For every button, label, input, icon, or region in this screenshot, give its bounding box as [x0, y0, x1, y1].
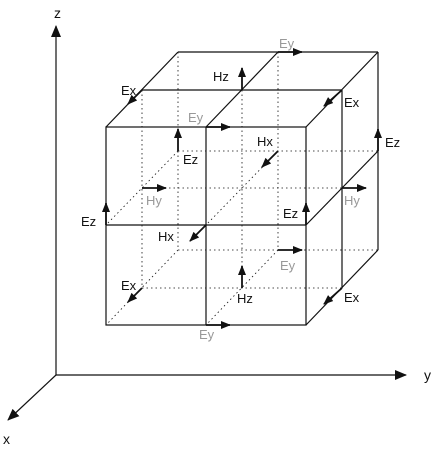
hx-center-arrow: [189, 224, 207, 242]
ex-bottom-right-label: Ex: [344, 290, 360, 305]
ex-bottom-left-label: Ex: [121, 278, 137, 293]
ez-upper-label: Ez: [183, 152, 198, 167]
ex-bottom-right-arrow: [323, 287, 343, 305]
hx-center-label: Hx: [158, 229, 174, 244]
ez-left-label: Ez: [81, 214, 96, 229]
coordinate-axes: [7, 25, 407, 421]
y-axis-label: y: [424, 367, 431, 383]
ex-top-right-arrow: [323, 89, 343, 107]
x-axis: [7, 374, 57, 421]
hx-top-label: Hx: [257, 134, 273, 149]
hy-right-label: Hy: [344, 193, 360, 208]
field-labels: Ey Hz Ex Ex Ey Hx Ez Ez Hy Hy Ez Hx Ez E…: [81, 36, 400, 342]
hy-left-label: Hy: [146, 193, 162, 208]
ey-mid-right-label: Ey: [280, 258, 296, 273]
hz-top-label: Hz: [213, 69, 229, 84]
ex-top-left-arrow: [127, 89, 143, 105]
z-axis-label: z: [54, 5, 61, 21]
ex-top-left-label: Ex: [121, 83, 137, 98]
ey-bottom-label: Ey: [199, 327, 215, 342]
x-axis-label: x: [3, 431, 10, 447]
ex-bottom-left-arrow: [127, 287, 143, 303]
ez-right-label: Ez: [385, 135, 400, 150]
field-arrows: [102, 48, 382, 329]
ey-top-mid-label: Ey: [188, 110, 204, 125]
hx-top-arrow: [261, 150, 279, 168]
ey-top-label: Ey: [279, 36, 295, 51]
ez-center-label: Ez: [283, 206, 298, 221]
ex-top-right-label: Ex: [344, 95, 360, 110]
hz-bottom-label: Hz: [237, 291, 253, 306]
